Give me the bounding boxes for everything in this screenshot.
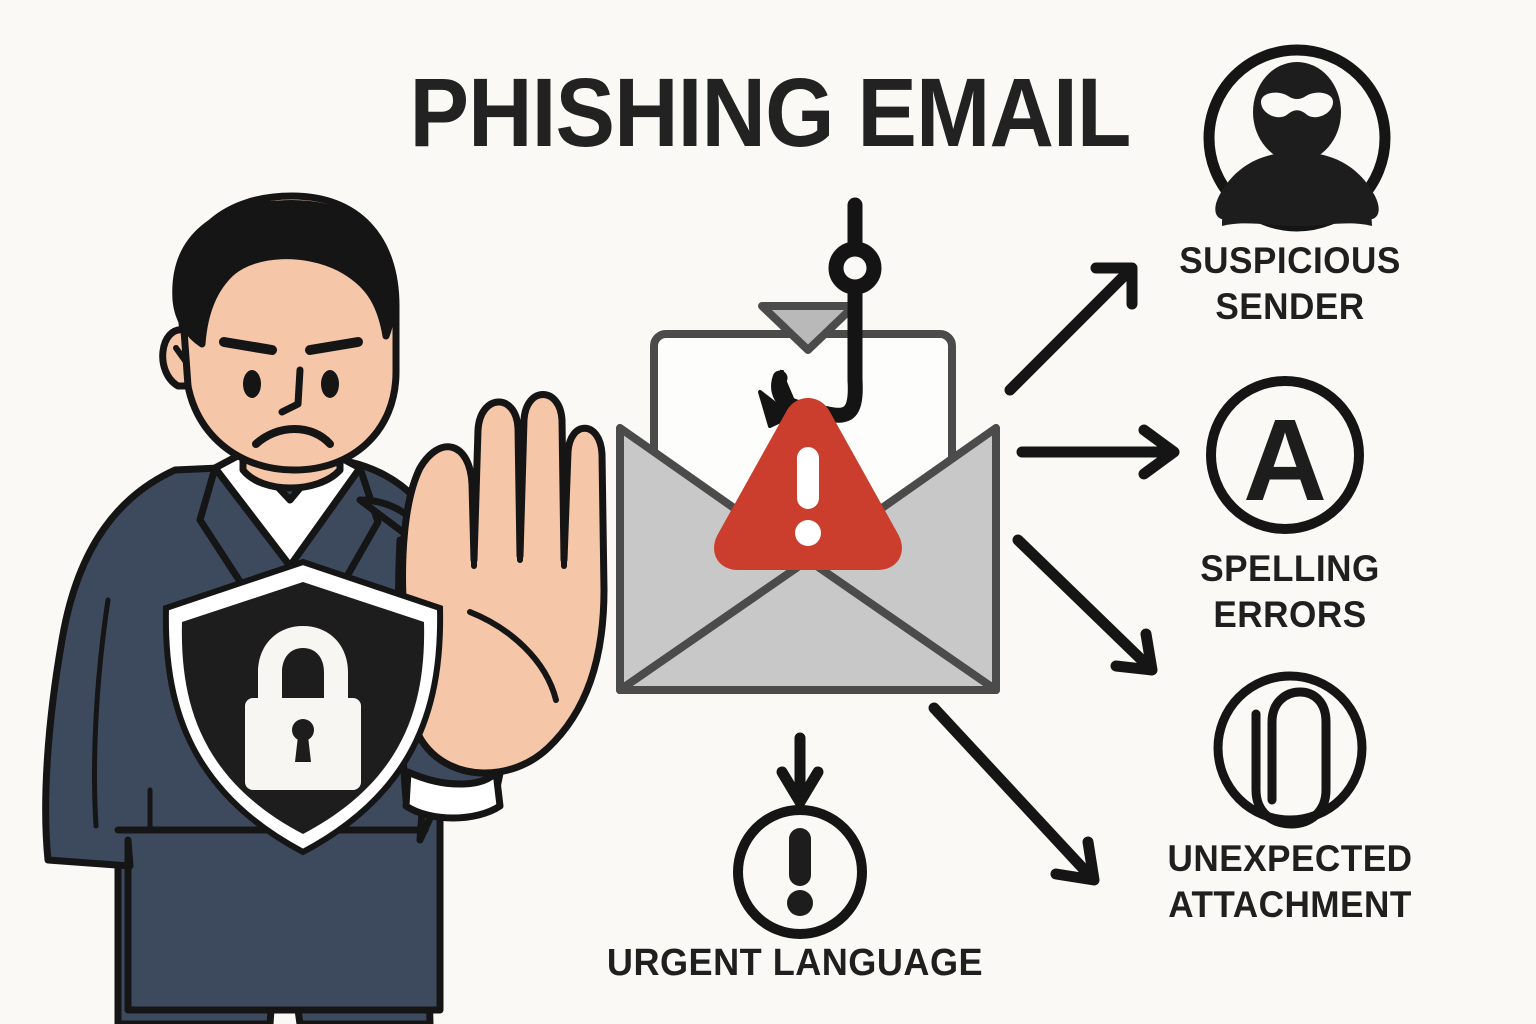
hair — [172, 200, 396, 348]
masked-hacker-icon — [1203, 44, 1391, 232]
callout-line-2: ATTACHMENT — [1168, 884, 1412, 925]
callout-label-unexpected-attachment: UNEXPECTED ATTACHMENT — [1119, 836, 1461, 928]
ear — [159, 326, 192, 390]
letter-a-glyph: A — [1243, 395, 1327, 525]
callout-line-1: UNEXPECTED — [1167, 838, 1413, 879]
shield-outline — [162, 558, 444, 856]
envelope-left-panel — [616, 424, 812, 694]
arrow-down-right-lower — [928, 702, 1100, 886]
hook-barb — [758, 369, 801, 428]
suit-jacket-body — [42, 458, 444, 1014]
shield-body — [181, 582, 425, 834]
callout-line-1: SPELLING — [1200, 548, 1380, 589]
shirt — [211, 448, 364, 570]
warning-triangle-icon — [714, 398, 902, 570]
mouth-frown — [252, 425, 334, 448]
exclamation-circle-icon — [733, 805, 867, 939]
callout-line-1: URGENT LANGUAGE — [606, 942, 984, 984]
lapel-left — [196, 464, 294, 604]
eye-left — [243, 370, 261, 398]
paperclip-icon — [1213, 671, 1367, 829]
callout-line-2: ERRORS — [1213, 594, 1367, 635]
envelope-front-fold — [616, 556, 1000, 694]
shirt-cuff — [402, 768, 504, 822]
fishing-hook-icon — [771, 197, 882, 423]
necktie — [264, 562, 320, 720]
letter-sheet — [650, 330, 956, 588]
envelope-back-flap — [758, 302, 858, 354]
arrow-down — [776, 732, 824, 808]
envelope-outline — [616, 428, 1000, 694]
page-title: PHISHING EMAIL — [409, 58, 1132, 167]
callout-label-urgent-language: URGENT LANGUAGE — [586, 940, 1004, 986]
suit-sleeve-raised — [394, 534, 510, 810]
arrow-down-right-upper — [1012, 534, 1158, 676]
callout-label-spelling-errors: SPELLING ERRORS — [1133, 546, 1447, 638]
stop-hand — [399, 391, 608, 777]
suit-arm-raised — [356, 496, 463, 844]
trousers — [114, 826, 434, 1024]
lapel-right — [286, 464, 382, 610]
arrow-right — [1016, 424, 1180, 480]
face — [176, 192, 400, 474]
letter-a-icon: A — [1206, 376, 1364, 534]
arrow-up-right — [1004, 262, 1138, 396]
callout-label-suspicious-sender: SUSPICIOUS SENDER — [1133, 238, 1447, 330]
eye-right — [321, 370, 339, 398]
envelope-right-panel — [804, 424, 1000, 694]
callout-line-2: SENDER — [1215, 286, 1365, 327]
neck — [239, 396, 344, 492]
callout-line-1: SUSPICIOUS — [1179, 240, 1401, 281]
eyebrow-left — [219, 337, 277, 355]
eyebrow-right — [305, 337, 363, 355]
padlock-icon — [245, 626, 361, 790]
